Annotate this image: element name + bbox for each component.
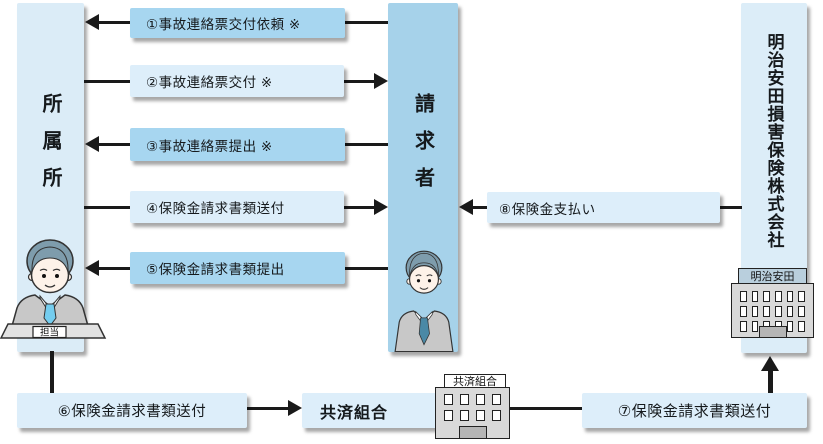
arrow-3-head-left-icon <box>85 136 99 152</box>
flow-label-4: ④保険金請求書類送付 <box>146 201 285 216</box>
kyosai-building-icon <box>435 387 510 439</box>
arrow-1-line-right <box>344 21 388 24</box>
arrow-5-line-right <box>344 267 388 270</box>
arrow-3-line-left <box>98 143 131 146</box>
arrow-4-head-right-icon <box>374 199 388 215</box>
flow-label-5: ⑤保険金請求書類提出 <box>146 262 285 277</box>
arrow-3-line-right <box>344 143 388 146</box>
arrow-5-head-left-icon <box>85 260 99 276</box>
office-column-label: 所属所 <box>39 93 61 204</box>
flow-box-1: ①事故連絡票交付依頼 ※ <box>130 8 345 38</box>
insurer-column-label: 明治安田損害保険株式会社 <box>764 33 784 249</box>
kyosai-building-windows <box>436 388 509 421</box>
flow-box-6: ⑥保険金請求書類送付 <box>17 393 247 428</box>
arrow-4-line-left <box>84 206 131 209</box>
arrow-7-stem <box>768 370 773 393</box>
claimant-column-label: 請求者 <box>411 93 434 204</box>
flow-label-8: ⑧保険金支払い <box>499 201 596 217</box>
office-staff-icon: 担当 <box>0 239 107 339</box>
arrow-6-line <box>246 407 288 410</box>
kyosai-building-sign-text: 共済組合 <box>453 376 497 388</box>
arrow-7-head-up-icon <box>761 356 779 371</box>
flow-box-7: ⑦保険金請求書類送付 <box>582 393 807 428</box>
kyosai-label: 共済組合 <box>320 404 389 422</box>
office-to-step6-line <box>50 351 54 393</box>
flow-label-6: ⑥保険金請求書類送付 <box>57 404 207 420</box>
flow-box-3: ③事故連絡票提出 ※ <box>130 128 345 161</box>
desk-label: 担当 <box>40 327 59 339</box>
flow-label-3: ③事故連絡票提出 ※ <box>146 138 273 154</box>
claimant-column: 請求者 <box>388 3 458 352</box>
flow-label-1: ①事故連絡票交付依頼 ※ <box>146 17 301 32</box>
flow-box-5: ⑤保険金請求書類提出 <box>130 252 345 284</box>
arrow-1-head-left-icon <box>85 14 99 30</box>
flow-box-8: ⑧保険金支払い <box>487 192 720 223</box>
arrow-2-line-right <box>344 80 374 83</box>
arrow-8-head-left-icon <box>459 199 473 215</box>
arrow-4-line-right <box>344 206 374 209</box>
insurer-building-icon <box>731 283 814 338</box>
flow-box-2: ②事故連絡票交付 ※ <box>130 65 344 97</box>
kyosai-to-step7-line <box>509 407 582 410</box>
kyosai-building-door <box>458 426 487 439</box>
kyosai-box: 共済組合 <box>302 393 455 428</box>
insurer-building-door <box>758 326 787 338</box>
flow-box-4: ④保険金請求書類送付 <box>130 191 344 223</box>
kyosai-building-sign: 共済組合 <box>444 374 506 388</box>
flow-label-7: ⑦保険金請求書類送付 <box>617 403 772 420</box>
arrow-2-head-right-icon <box>374 73 388 89</box>
arrow-2-line-left <box>84 80 131 83</box>
insurer-building-sign: 明治安田 <box>738 268 807 284</box>
arrow-6-head-right-icon <box>288 400 302 416</box>
insurer-building-windows <box>732 284 813 332</box>
claimant-person-icon <box>394 250 454 352</box>
insurer-building-sign-text: 明治安田 <box>750 271 795 283</box>
arrow-5-line-left <box>98 267 131 270</box>
flow-label-2: ②事故連絡票交付 ※ <box>146 75 273 90</box>
arrow-8-line-right <box>719 206 742 209</box>
arrow-8-line-left <box>473 206 487 209</box>
arrow-1-line-left <box>98 21 131 24</box>
office-column: 所属所 <box>17 3 84 352</box>
